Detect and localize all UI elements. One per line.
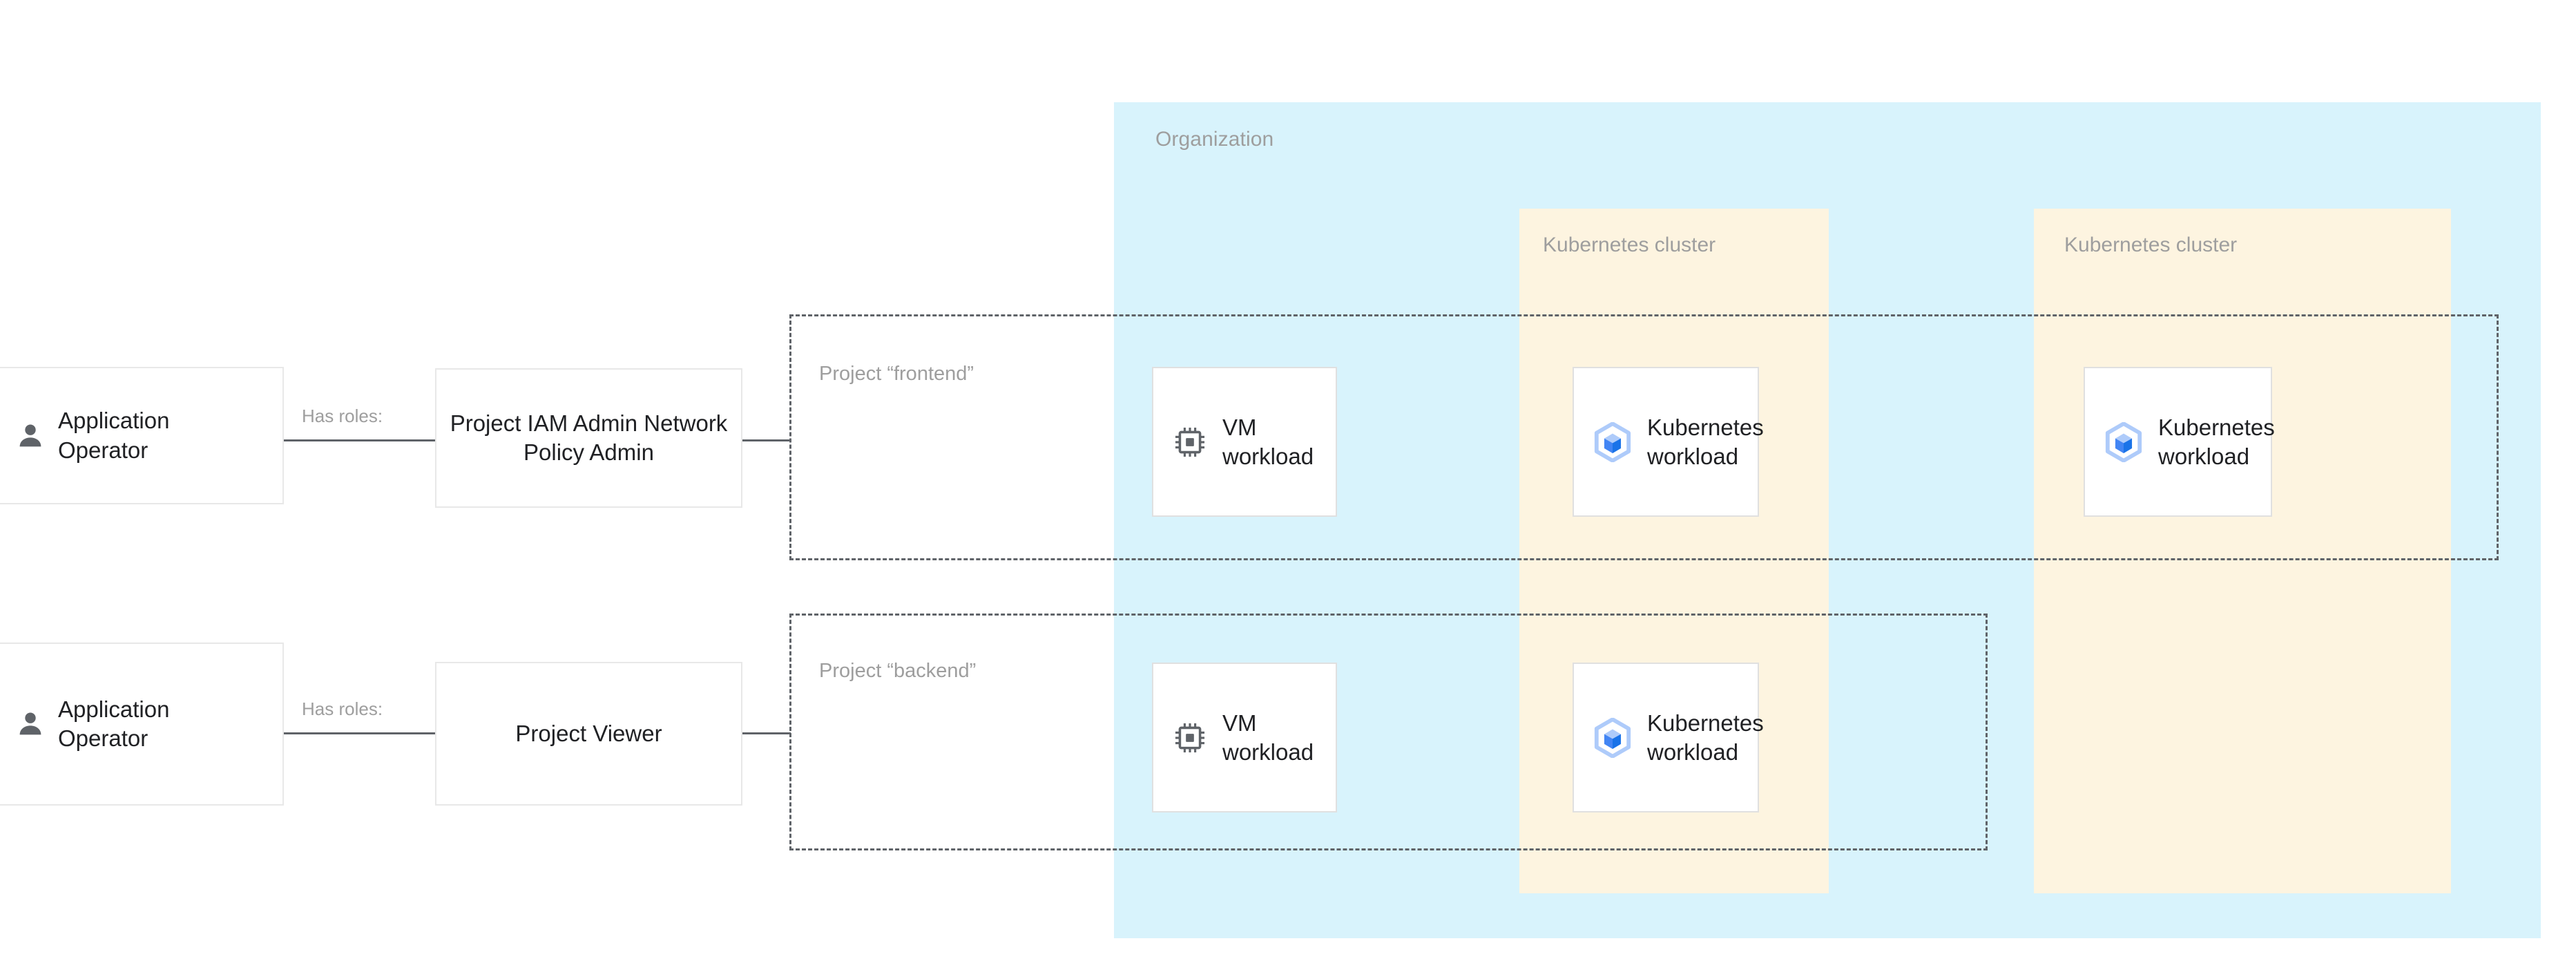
workload-card-vm-frontend[interactable]: VM workload bbox=[1152, 367, 1337, 517]
kubernetes-cluster-container-2 bbox=[2034, 209, 2451, 893]
workload-card-kubernetes-frontend-cluster-2[interactable]: Kubernetes workload bbox=[2084, 367, 2275, 517]
organization-label: Organization bbox=[1155, 128, 1274, 151]
role-label-2: Project Viewer bbox=[515, 721, 662, 747]
person-icon bbox=[15, 420, 46, 452]
kubernetes-cube-icon bbox=[2104, 421, 2143, 462]
cpu-chip-icon bbox=[1173, 721, 1207, 755]
actor-label-1: Application Operator bbox=[58, 408, 170, 463]
workload-label-vm-frontend: VM workload bbox=[1222, 414, 1314, 469]
workload-label-kubernetes-frontend-cluster-2: Kubernetes workload bbox=[2158, 414, 2275, 469]
actor-box-application-operator-2[interactable]: Application Operator bbox=[0, 643, 284, 806]
person-icon bbox=[15, 708, 46, 740]
workload-label-kubernetes-frontend-cluster-1: Kubernetes workload bbox=[1647, 414, 1764, 469]
cpu-chip-icon bbox=[1173, 425, 1207, 459]
actor-label-2: Application Operator bbox=[58, 696, 170, 751]
edge-label-has-roles-1: Has roles: bbox=[302, 406, 383, 426]
project-label-backend: Project “backend” bbox=[819, 660, 977, 682]
connector-role-to-project-1 bbox=[741, 439, 791, 441]
project-container-backend bbox=[789, 614, 1988, 850]
workload-label-vm-backend: VM workload bbox=[1222, 710, 1314, 765]
role-box-project-iam-admin-network-policy-admin[interactable]: Project IAM Admin Network Policy Admin bbox=[435, 368, 742, 508]
connector-role-to-project-2 bbox=[741, 732, 791, 734]
kubernetes-cube-icon bbox=[1593, 717, 1632, 758]
workload-card-kubernetes-backend-cluster-1[interactable]: Kubernetes workload bbox=[1573, 663, 1764, 812]
workload-card-vm-backend[interactable]: VM workload bbox=[1152, 663, 1337, 812]
kubernetes-cube-icon bbox=[1593, 421, 1632, 462]
role-box-project-viewer[interactable]: Project Viewer bbox=[435, 662, 742, 806]
workload-label-kubernetes-backend-cluster-1: Kubernetes workload bbox=[1647, 710, 1764, 765]
kubernetes-cluster-label-1: Kubernetes cluster bbox=[1543, 234, 1716, 256]
role-label-1: Project IAM Admin Network Policy Admin bbox=[450, 410, 728, 465]
project-container-frontend bbox=[789, 314, 2499, 560]
kubernetes-cluster-label-2: Kubernetes cluster bbox=[2064, 234, 2238, 256]
edge-label-has-roles-2: Has roles: bbox=[302, 698, 383, 719]
workload-card-kubernetes-frontend-cluster-1[interactable]: Kubernetes workload bbox=[1573, 367, 1764, 517]
actor-box-application-operator-1[interactable]: Application Operator bbox=[0, 367, 284, 504]
connector-actor-to-role-1 bbox=[284, 439, 436, 441]
project-label-frontend: Project “frontend” bbox=[819, 363, 974, 385]
connector-actor-to-role-2 bbox=[284, 732, 436, 734]
